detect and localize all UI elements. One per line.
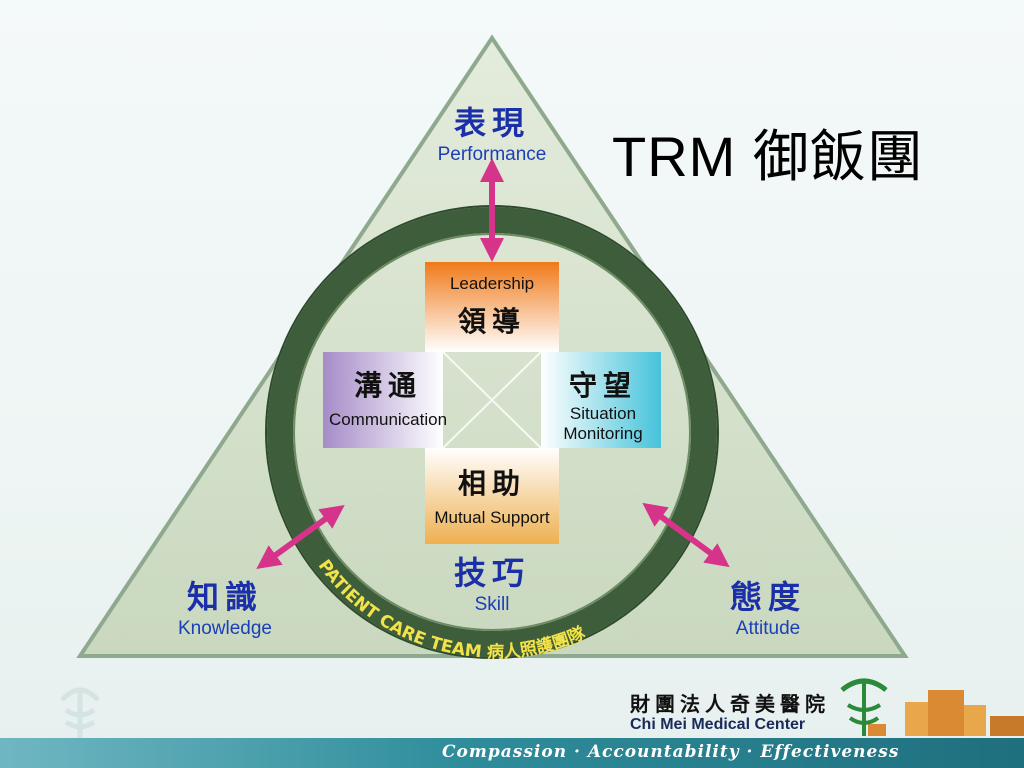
- knowledge-label: 知識 Knowledge: [150, 572, 300, 640]
- knowledge-arrow-icon: [256, 504, 345, 570]
- skill-en: Skill: [474, 594, 510, 615]
- mutual-zh: 相助: [457, 467, 526, 500]
- attitude-arrow-icon: [642, 502, 730, 568]
- situation-zh: 守望: [568, 369, 637, 402]
- skill-zh: 技巧: [453, 554, 530, 592]
- attitude-label: 態度 Attitude: [693, 572, 843, 640]
- chi-mei-watermark-logo-icon: [60, 687, 100, 745]
- knowledge-en: Knowledge: [177, 618, 273, 639]
- leadership-box: [425, 262, 559, 352]
- situation-monitoring-label: 守望 Situation Monitoring: [533, 364, 673, 444]
- knowledge-zh: 知識: [186, 578, 263, 616]
- situation-en-line1: Situation: [569, 404, 637, 423]
- leadership-zh: 領導: [457, 305, 526, 338]
- performance-en: Performance: [437, 144, 547, 165]
- title-latin: TRM: [612, 125, 737, 188]
- mutual-en: Mutual Support: [434, 508, 550, 527]
- attitude-zh: 態度: [729, 578, 806, 616]
- chi-mei-logo-icon: [840, 678, 888, 736]
- communication-en: Communication: [328, 410, 448, 429]
- communication-box: [323, 352, 443, 448]
- performance-label: 表現 Performance: [412, 98, 572, 166]
- skill-label: 技巧 Skill: [417, 548, 567, 616]
- hospital-building-icon: [868, 690, 1024, 736]
- attitude-en: Attitude: [735, 618, 801, 639]
- title-chinese: 御飯團: [752, 125, 924, 190]
- leadership-en: Leadership: [449, 274, 535, 293]
- organization-name-zh: 財團法人奇美醫院: [630, 692, 830, 716]
- communication-zh: 溝通: [353, 369, 422, 402]
- organization-name-en: Chi Mei Medical Center: [630, 716, 806, 733]
- situation-en-line2: Monitoring: [563, 424, 643, 443]
- communication-label: 溝通 Communication: [323, 364, 453, 430]
- situation-monitoring-box: [541, 352, 661, 448]
- footer-slogan: Compassion · Accountability · Effectiven…: [442, 742, 900, 762]
- page-title: TRM 御飯團: [612, 112, 924, 193]
- leadership-label: Leadership 領導: [425, 274, 559, 340]
- mutual-support-box: [425, 448, 559, 544]
- footer-bar: [0, 738, 1024, 768]
- mutual-support-label: 相助 Mutual Support: [417, 462, 567, 528]
- performance-zh: 表現: [453, 104, 530, 142]
